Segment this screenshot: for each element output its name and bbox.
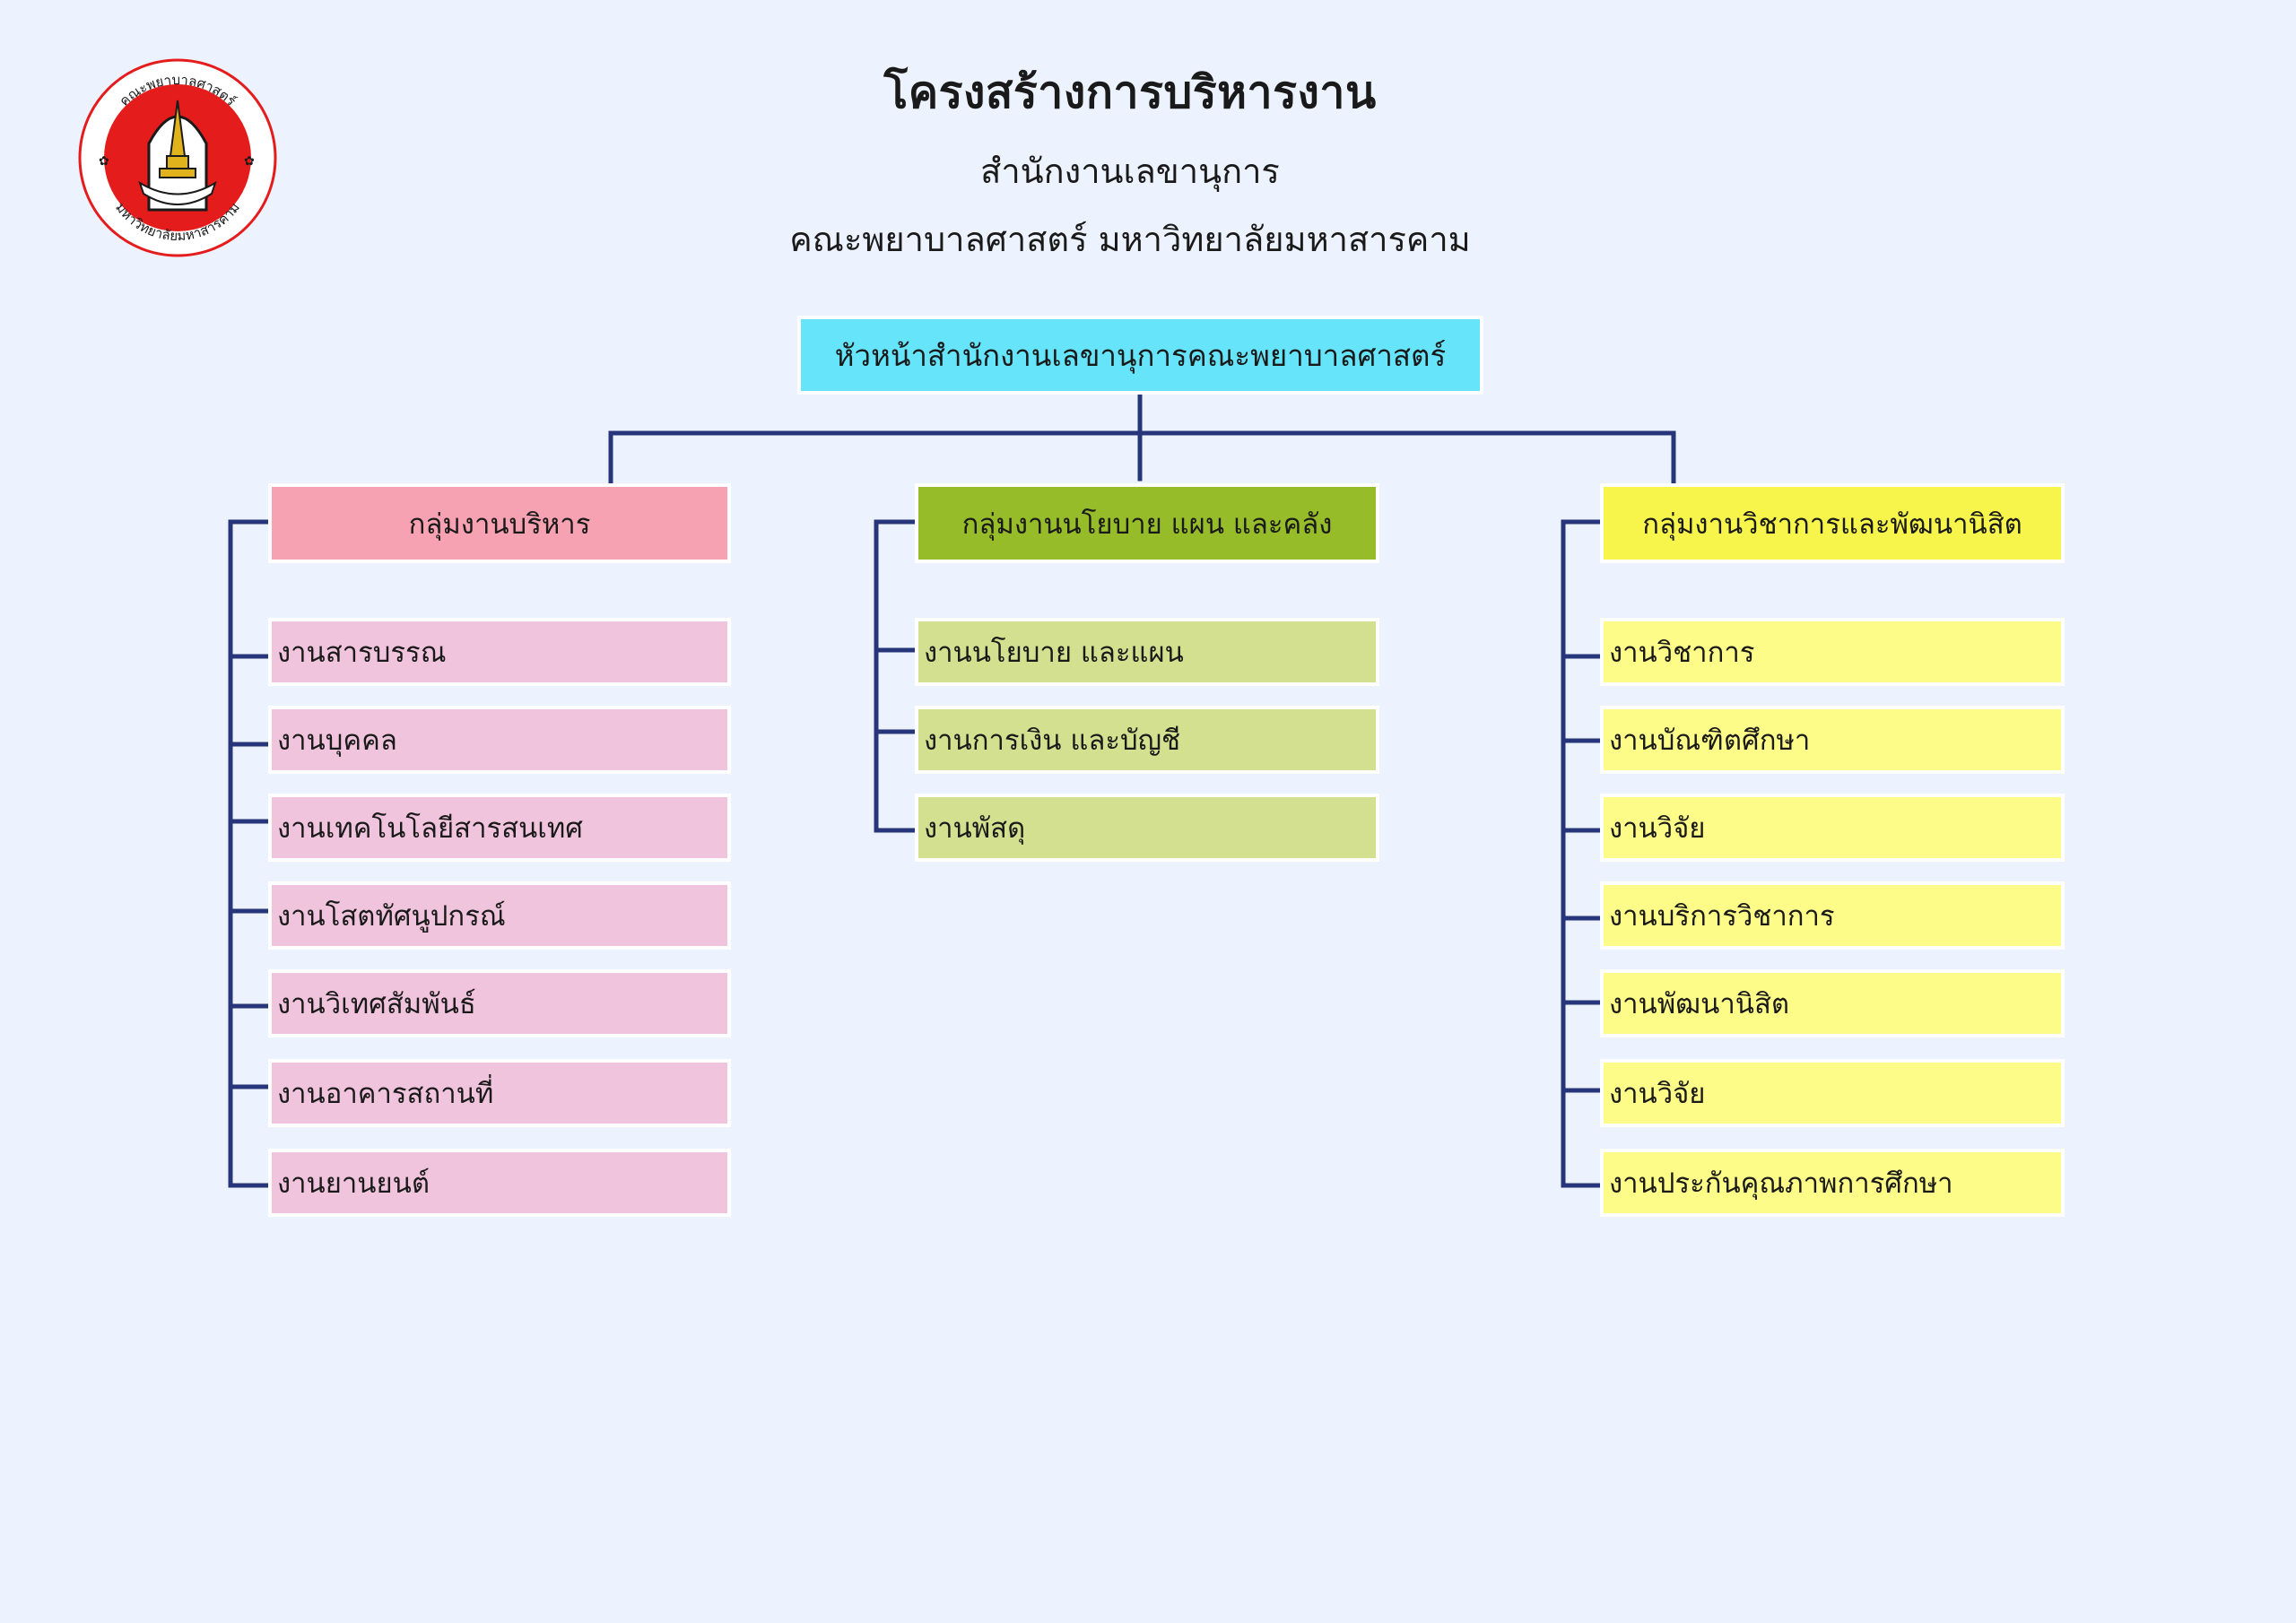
unit-box: งานพัฒนานิสิต	[1600, 969, 2065, 1037]
group-policy-plan-finance-box: กลุ่มงานนโยบาย แผน และคลัง	[915, 483, 1379, 563]
unit-box: งานโสตทัศนูปกรณ์	[268, 881, 731, 950]
svg-text:✿: ✿	[99, 154, 109, 169]
faculty-logo: ✿ ✿ คณะพยาบาลศาสตร์ มหาวิทยาลัยมหาสารคาม	[78, 58, 277, 257]
unit-box: งานอาคารสถานที่	[268, 1059, 731, 1127]
unit-box: งานวิจัย	[1600, 794, 2065, 862]
unit-box: งานนโยบาย และแผน	[915, 618, 1379, 686]
unit-box: งานวิจัย	[1600, 1059, 2065, 1127]
unit-box: งานเทคโนโลยีสารสนเทศ	[268, 794, 731, 862]
unit-box: งานยานยนต์	[268, 1149, 731, 1217]
unit-box: งานบัณฑิตศึกษา	[1600, 706, 2065, 774]
unit-box: งานการเงิน และบัญชี	[915, 706, 1379, 774]
unit-box: งานบุคคล	[268, 706, 731, 774]
page-subtitle-faculty: คณะพยาบาลศาสตร์ มหาวิทยาลัยมหาสารคาม	[789, 220, 1471, 259]
group-academic-student-box: กลุ่มงานวิชาการและพัฒนานิสิต	[1600, 483, 2065, 563]
svg-text:✿: ✿	[244, 154, 255, 169]
unit-box: งานสารบรรณ	[268, 618, 731, 686]
unit-box: งานวิเทศสัมพันธ์	[268, 969, 731, 1037]
unit-box: งานวิชาการ	[1600, 618, 2065, 686]
unit-box: งานพัสดุ	[915, 794, 1379, 862]
page-title: โครงสร้างการบริหารงาน	[883, 66, 1377, 118]
page-subtitle: สำนักงานเลขานุการ	[980, 152, 1280, 191]
head-of-office-box: หัวหน้าสำนักงานเลขานุการคณะพยาบาลศาสตร์	[797, 316, 1483, 395]
unit-box: งานบริการวิชาการ	[1600, 881, 2065, 950]
unit-box: งานประกันคุณภาพการศึกษา	[1600, 1149, 2065, 1217]
group-administration-box: กลุ่มงานบริหาร	[268, 483, 731, 563]
